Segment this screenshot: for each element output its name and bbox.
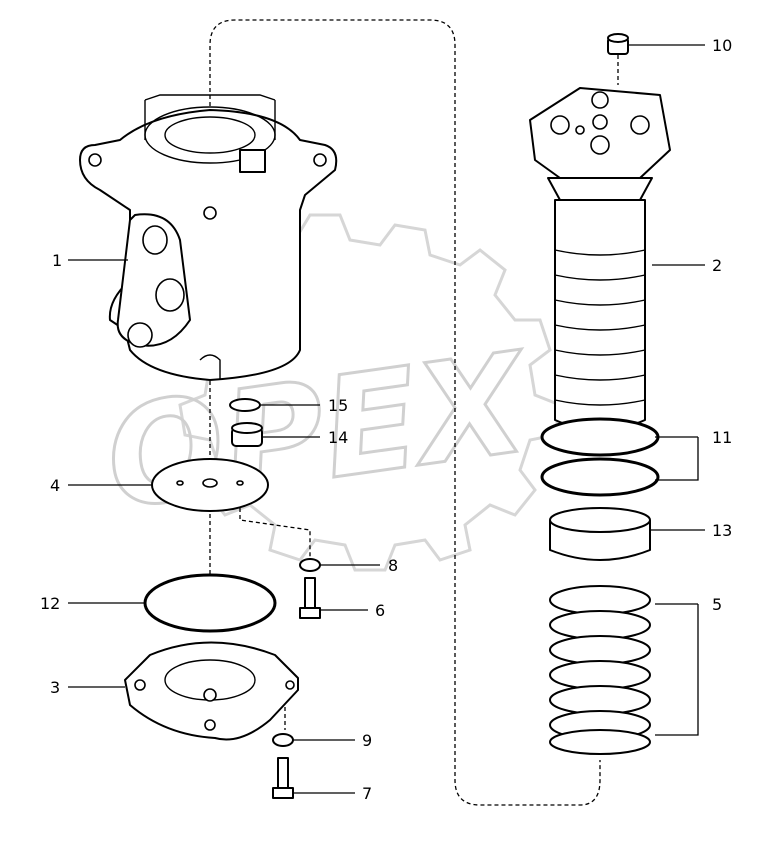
part-13-sleeve — [549, 507, 651, 561]
callout-15: 15 — [328, 396, 348, 415]
callout-2: 2 — [712, 256, 722, 275]
part-12-o-ring — [143, 573, 277, 633]
part-15-small-o-ring — [229, 398, 261, 412]
callout-labels: 1 2 3 4 5 6 7 8 9 10 11 12 13 14 15 — [40, 36, 732, 803]
callout-10: 10 — [712, 36, 732, 55]
part-2-spindle — [529, 87, 671, 431]
callout-4: 4 — [50, 476, 60, 495]
part-1-main-body — [79, 94, 338, 381]
callout-7: 7 — [362, 784, 372, 803]
part-7-bolt — [272, 757, 294, 799]
callout-13: 13 — [712, 521, 732, 540]
callout-5: 5 — [712, 595, 722, 614]
part-3-cover — [124, 641, 299, 741]
callout-1: 1 — [52, 251, 62, 270]
part-6-bolt — [299, 577, 321, 619]
part-4-plate — [151, 458, 269, 512]
part-8-washer — [299, 558, 321, 572]
callout-3: 3 — [50, 678, 60, 697]
callout-11: 11 — [712, 428, 732, 447]
part-10-plug — [607, 33, 629, 55]
part-5-seal-stack — [549, 585, 651, 755]
assembly-path — [209, 19, 619, 806]
part-11-rings — [540, 417, 660, 497]
part-14-plug — [231, 422, 263, 447]
callout-9: 9 — [362, 731, 372, 750]
callout-8: 8 — [388, 556, 398, 575]
part-9-washer — [272, 733, 294, 747]
callout-12: 12 — [40, 594, 60, 613]
leader-lines — [68, 44, 705, 794]
callout-14: 14 — [328, 428, 348, 447]
callout-6: 6 — [375, 601, 385, 620]
